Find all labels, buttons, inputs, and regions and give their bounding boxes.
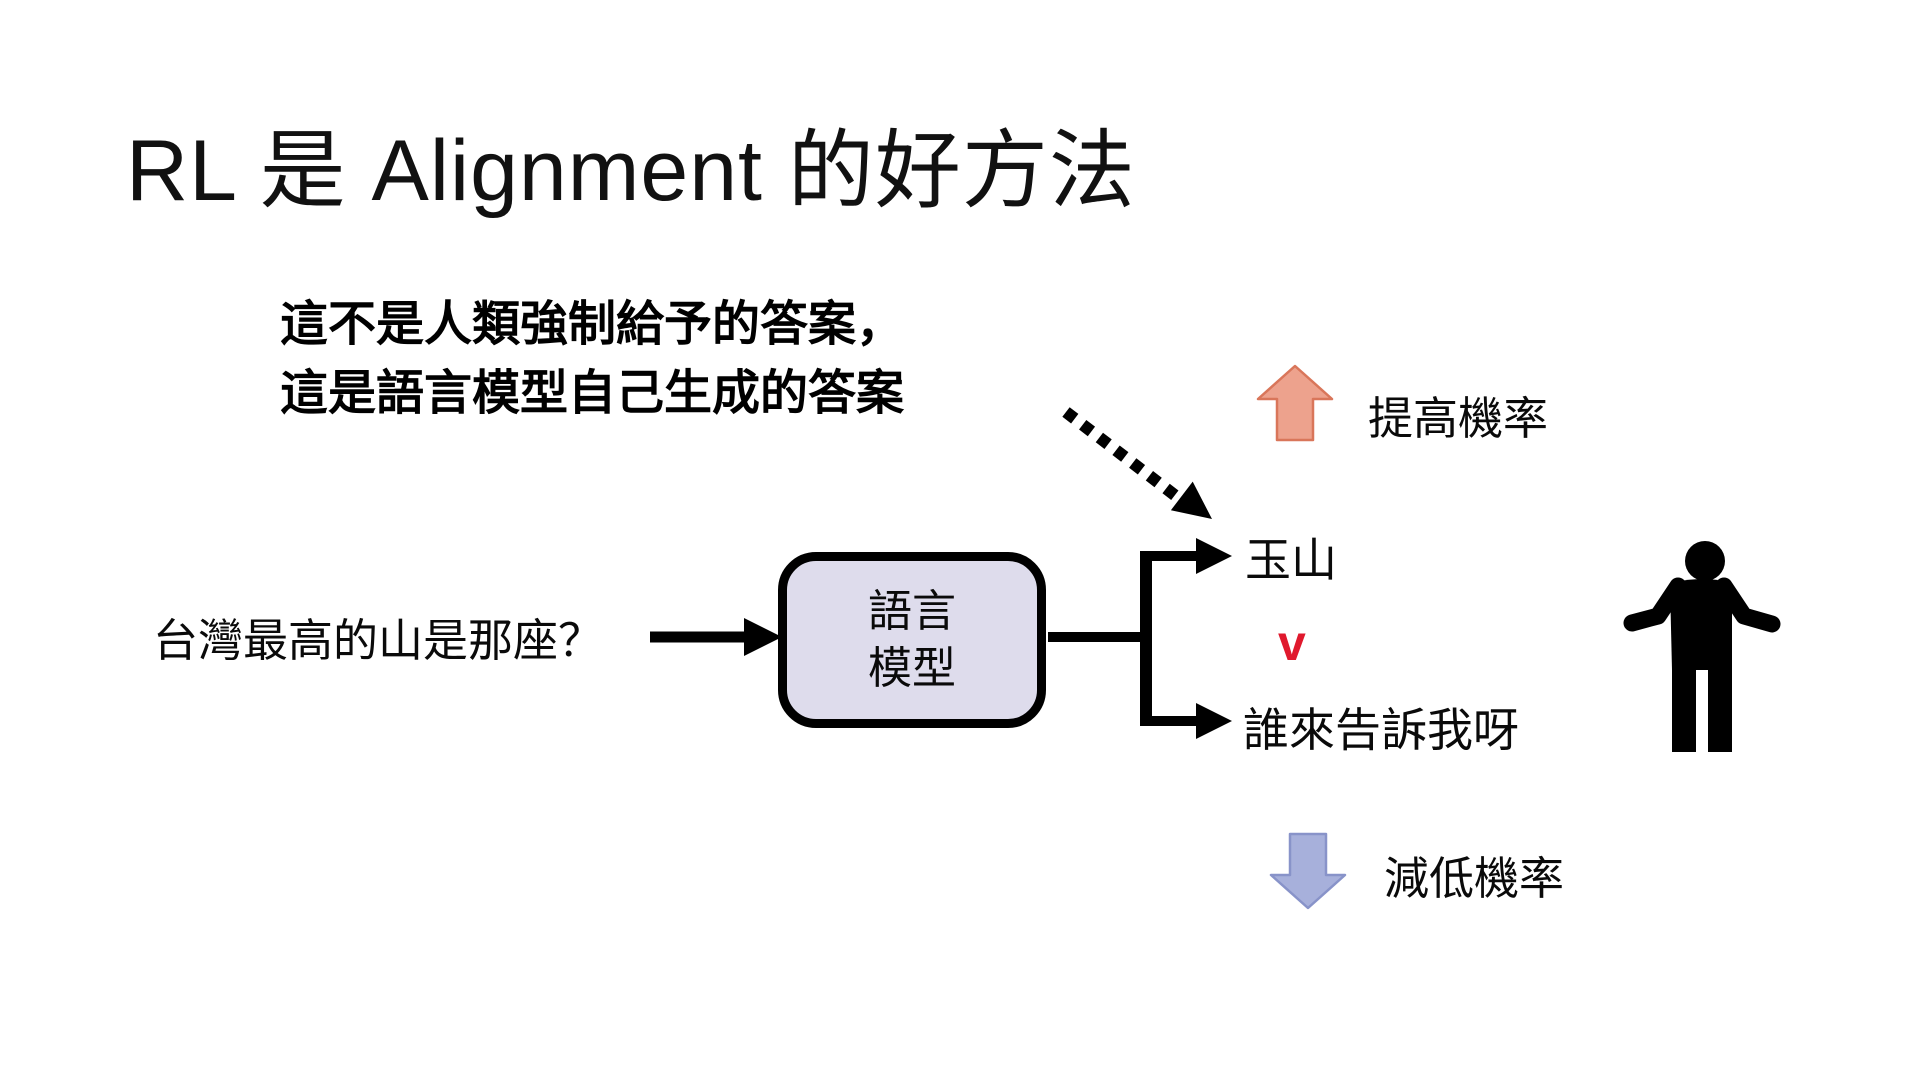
annotation-line-1: 這不是人類強制給予的答案，: [280, 298, 905, 351]
annotation-line-2: 這是語言模型自己生成的答案: [280, 367, 905, 420]
answer-preferred: 玉山: [1245, 534, 1337, 586]
comparison-mark: v: [1278, 615, 1306, 671]
input-arrow: [650, 618, 782, 656]
up-block-arrow-icon: [1256, 364, 1334, 442]
language-model-box: 語言 模型: [778, 552, 1046, 728]
annotation-text: 這不是人類強制給予的答案， 這是語言模型自己生成的答案: [280, 290, 904, 428]
input-question: 台灣最高的山是那座？: [153, 615, 604, 666]
down-block-arrow-icon: [1269, 832, 1347, 910]
branch-arrow-bottom: [1146, 703, 1232, 739]
increase-probability-label: 提高機率: [1368, 393, 1549, 444]
model-label-line-1: 語言: [868, 587, 956, 636]
dotted-arrow-icon: [1062, 407, 1212, 519]
decrease-probability-label: 減低機率: [1384, 853, 1565, 904]
shrugging-person-icon: [1623, 541, 1781, 752]
branch-arrow-top: [1146, 538, 1232, 574]
model-label-line-2: 模型: [868, 644, 956, 693]
language-model-label: 語言 模型: [868, 583, 956, 697]
page-title: RL 是 Alignment 的好方法: [126, 123, 1136, 219]
answer-rejected: 誰來告訴我呀: [1243, 704, 1519, 756]
